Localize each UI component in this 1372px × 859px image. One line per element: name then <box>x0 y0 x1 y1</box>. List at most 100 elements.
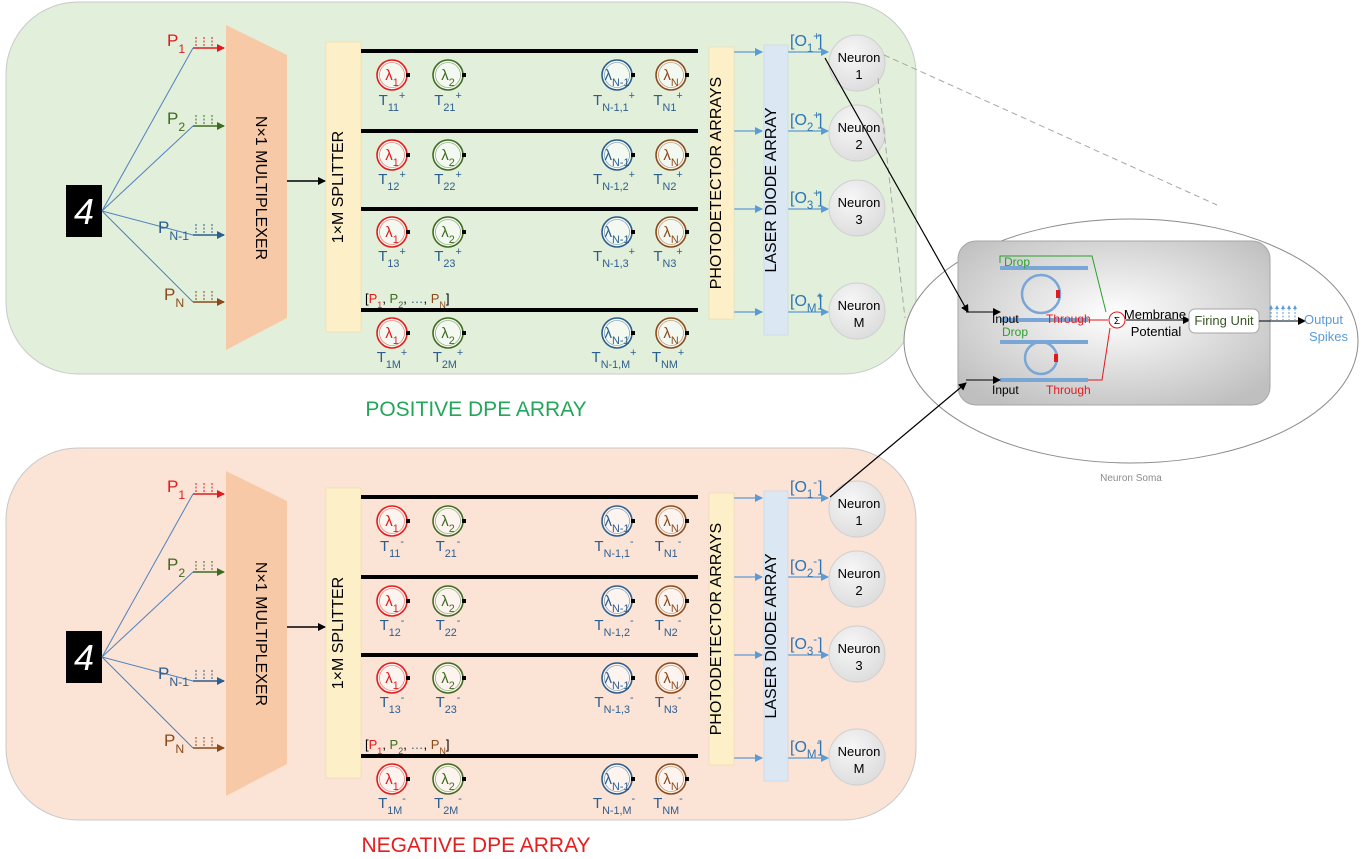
ring-heater <box>462 230 466 234</box>
soma-connections <box>824 54 1218 498</box>
microring-inner <box>435 508 461 534</box>
ring-wavelength-label: λ2 <box>441 670 455 692</box>
multiplexer-label: N×1 MULTIPLEXER <box>252 562 269 706</box>
microring-inner <box>604 219 630 245</box>
ring-wavelength-label: λN-1 <box>605 771 630 793</box>
ring-wavelength-label: λ2 <box>441 224 455 246</box>
spike-head <box>1281 305 1285 309</box>
ring-wavelength-label: λ1 <box>385 67 399 89</box>
ring-heater <box>631 331 635 335</box>
neuron-node <box>828 104 886 162</box>
multiplexer-block <box>226 25 287 350</box>
ring-wavelength-label: λ2 <box>441 771 455 793</box>
microring-inner <box>435 320 461 346</box>
weight-label: TN2- <box>655 615 682 639</box>
weight-label: TN-1,3- <box>594 692 634 716</box>
ring-wavelength-label: λ2 <box>441 67 455 89</box>
positive-neuron-link <box>824 57 969 313</box>
input-label-4: PN <box>164 731 184 756</box>
microring-inner <box>658 219 684 245</box>
output-bracket: ] <box>818 739 822 756</box>
input-fanout-line <box>101 210 194 236</box>
positive-array-title: POSITIVE DPE ARRAY <box>365 398 586 421</box>
negative-neuron-link <box>829 382 967 498</box>
spike-head <box>1287 305 1291 309</box>
ring-heater <box>631 519 635 523</box>
photodetector-label: PHOTODETECTOR ARRAYS <box>708 523 725 735</box>
neuron-index: 3 <box>855 212 862 227</box>
ring-wavelength-label: λN <box>663 593 678 615</box>
photodetector-block <box>708 46 735 320</box>
ring-wavelength-label: λN-1 <box>605 670 630 692</box>
weight-label: TN3+ <box>653 246 682 270</box>
neuron-node <box>828 34 886 92</box>
splitter-label: 1×M SPLITTER <box>330 131 347 243</box>
weight-label: TN-1,2+ <box>593 169 635 193</box>
microring-inner <box>604 142 630 168</box>
summation-node <box>1108 311 1126 329</box>
upper-drop-path <box>999 255 1107 313</box>
output-spikes-icon <box>1269 305 1297 321</box>
microring-inner <box>604 508 630 534</box>
laser-diode-label: LASER DIODE ARRAY <box>763 553 780 718</box>
ring-wavelength-label: λ1 <box>385 224 399 246</box>
ring-heater <box>685 676 689 680</box>
weight-label: TN3- <box>655 692 682 716</box>
neuron-label: Neuron <box>838 298 881 313</box>
ring-heater <box>462 73 466 77</box>
laser-diode-block <box>763 490 789 782</box>
ring-wavelength-label: λ1 <box>385 670 399 692</box>
lower-input-label: Input <box>992 383 1019 397</box>
ring-wavelength-label: λ2 <box>441 513 455 535</box>
ring-wavelength-label: λ2 <box>441 147 455 169</box>
photodetector-label: PHOTODETECTOR ARRAYS <box>708 77 725 289</box>
input-label-2: P2 <box>167 109 185 134</box>
ring-wavelength-label: λ1 <box>385 771 399 793</box>
input-fanout-line <box>101 47 194 212</box>
neuron-node <box>828 179 886 237</box>
bus-wavelength-label: [P1, P2, …, PN] <box>365 291 450 310</box>
splitter-block <box>325 487 362 779</box>
weight-label: T12+ <box>378 169 406 193</box>
neuron-node <box>828 480 886 538</box>
microring-inner <box>604 588 630 614</box>
spike-head <box>1269 305 1273 309</box>
output-label: [O3- <box>790 634 817 658</box>
output-bracket: ] <box>818 190 822 207</box>
input-label-2: P2 <box>167 555 185 580</box>
weight-label: TN2+ <box>653 169 682 193</box>
weight-label: T2M- <box>434 793 462 817</box>
output-bracket: ] <box>818 636 822 653</box>
ring-heater <box>685 73 689 77</box>
spike-head <box>1293 305 1297 309</box>
upper-drop-label: Drop <box>1004 255 1030 269</box>
ring-heater <box>406 331 410 335</box>
ring-heater <box>685 599 689 603</box>
input-label-3: PN-1 <box>158 664 189 689</box>
weight-label: TNM- <box>653 793 683 817</box>
weight-label: T23+ <box>434 246 462 270</box>
ring-wavelength-label: λ1 <box>385 593 399 615</box>
firing-unit-label: Firing Unit <box>1194 313 1254 328</box>
spike-head <box>1275 305 1279 309</box>
input-fanout-line <box>101 493 194 658</box>
input-fanout-line <box>101 125 194 212</box>
weight-label: TN-1,1+ <box>593 90 635 114</box>
ring-heater <box>462 676 466 680</box>
weight-label: T13+ <box>378 246 406 270</box>
microring-inner <box>435 219 461 245</box>
microring-inner <box>379 219 405 245</box>
zoom-dash-top <box>883 54 1218 206</box>
microring-inner <box>604 62 630 88</box>
neuron-index: 2 <box>855 137 862 152</box>
lower-drop-label: Drop <box>1002 325 1028 339</box>
ring-wavelength-label: λN-1 <box>605 67 630 89</box>
membrane-label-2: Potential <box>1131 324 1182 339</box>
ring-wavelength-label: λ1 <box>385 147 399 169</box>
neuron-label: Neuron <box>838 641 881 656</box>
microring-inner <box>658 588 684 614</box>
neuron-node <box>828 728 886 786</box>
summation-symbol: Σ <box>1114 316 1120 327</box>
microring-inner <box>435 665 461 691</box>
